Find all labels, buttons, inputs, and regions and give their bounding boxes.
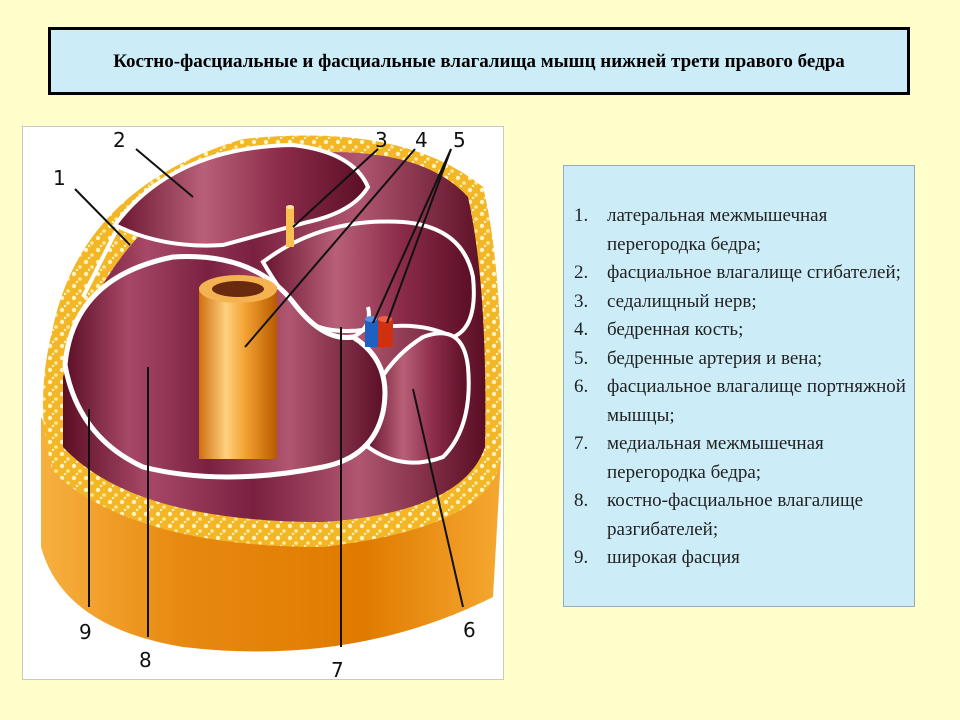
cross-section-drawing: 1 2 3 4 5 6 7 8 9 — [41, 128, 502, 679]
flexor-compartment — [111, 142, 371, 248]
sartorius-compartment — [366, 331, 471, 465]
legend-number: 6. — [574, 376, 589, 397]
label-3: 3 — [375, 128, 388, 152]
leader-3 — [292, 148, 379, 228]
sciatic-nerve — [286, 207, 294, 247]
leader-5b — [386, 148, 452, 324]
legend-number: 1. — [574, 205, 589, 226]
legend-item: 9. широкая фасция — [574, 544, 906, 573]
slide-title: Костно-фасциальные и фасциальные влагали… — [113, 50, 845, 72]
legend-item: 3. седалищный нерв; — [574, 288, 906, 317]
label-5: 5 — [453, 128, 466, 152]
legend-number: 9. — [574, 547, 589, 568]
sciatic-nerve-top — [286, 205, 294, 209]
leader-2 — [135, 148, 194, 198]
legend-text: фасциальное влагалище сгибателей; — [607, 262, 901, 283]
leader-4 — [244, 148, 416, 348]
femoral-vein — [365, 319, 378, 347]
legend-number: 3. — [574, 290, 589, 312]
legend-text: латеральная межмышечная перегородка бедр… — [607, 205, 828, 255]
legend-text: бедренные артерия и вена; — [607, 347, 823, 369]
label-6: 6 — [463, 618, 476, 642]
label-9: 9 — [79, 620, 92, 644]
legend-number: 5. — [574, 347, 589, 369]
label-4: 4 — [415, 128, 428, 152]
legend-item: 8. костно-фасциальное влагалище разгибате… — [574, 487, 906, 544]
legend-text: широкая фасция — [607, 547, 740, 568]
legend-number: 8. — [574, 490, 589, 511]
label-2: 2 — [113, 128, 126, 152]
legend-item: 6. фасциальное влагалище портняжной мышцы… — [574, 373, 906, 430]
legend-number: 2. — [574, 262, 589, 283]
lateral-intermuscular-septum — [81, 226, 120, 298]
legend-text: седалищный нерв; — [607, 290, 757, 312]
legend-box: 1. латеральная межмышечная перегородка бе… — [563, 165, 915, 607]
label-7: 7 — [331, 658, 344, 679]
femur-marrow — [212, 281, 264, 297]
label-8: 8 — [139, 648, 152, 672]
label-1: 1 — [53, 166, 66, 190]
legend-item: 7. медиальная межмышечная перегородка бед… — [574, 430, 906, 487]
legend-text: бедренная кость; — [607, 319, 744, 340]
title-box: Костно-фасциальные и фасциальные влагали… — [48, 27, 910, 95]
legend-text: костно-фасциальное влагалище разгибателе… — [607, 490, 864, 540]
leader-6 — [412, 388, 464, 608]
leader-1 — [74, 188, 131, 246]
femur-shaft — [199, 287, 277, 459]
leader-5a — [372, 148, 452, 324]
legend-number: 4. — [574, 319, 589, 340]
thigh-cross-section-figure: 1 2 3 4 5 6 7 8 9 — [22, 126, 504, 680]
legend-number: 7. — [574, 433, 589, 454]
legend-item: 5. бедренные артерия и вена; — [574, 345, 906, 374]
legend-list: 1. латеральная межмышечная перегородка бе… — [564, 166, 914, 573]
legend-item: 4. бедренная кость; — [574, 316, 906, 345]
legend-item: 1. латеральная межмышечная перегородка бе… — [574, 202, 906, 259]
leader-lines — [74, 148, 464, 647]
legend-text: медиальная межмышечная перегородка бедра… — [607, 433, 824, 483]
legend-text: фасциальное влагалище портняжной мышцы; — [607, 376, 906, 426]
femoral-artery — [378, 319, 393, 347]
legend-item: 2. фасциальное влагалище сгибателей; — [574, 259, 906, 288]
